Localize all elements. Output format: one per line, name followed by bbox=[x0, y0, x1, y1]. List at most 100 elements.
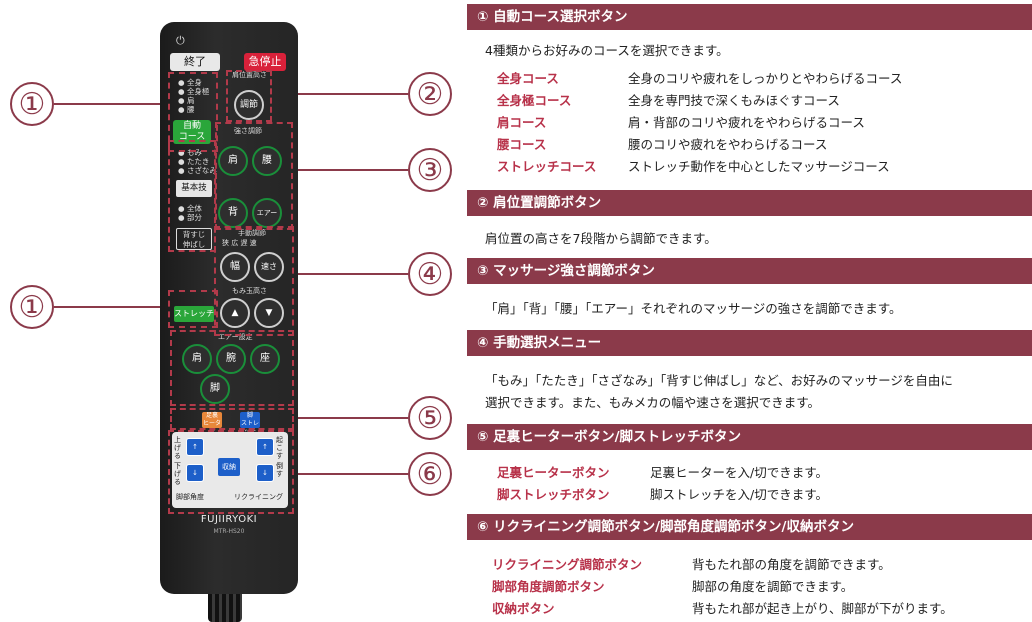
technique-item-momi: ● もみ bbox=[178, 148, 202, 157]
leg-raise-button[interactable]: ↑ bbox=[186, 438, 204, 456]
section-3-header: ③ マッサージ強さ調節ボタン bbox=[467, 258, 1032, 284]
highlight-recline bbox=[168, 430, 294, 514]
section-6-term-3: 収納ボタン bbox=[492, 601, 555, 616]
highlight-auto-course bbox=[168, 72, 218, 152]
section-6-header: ⑥ リクライニング調節ボタン/脚部角度調節ボタン/収納ボタン bbox=[467, 514, 1032, 540]
remote-controller: ⏻ 終了 急停止 肩位置高さ 調節 ● 全身 ● 全身極 ● 肩 ● 腰 自動 … bbox=[160, 22, 298, 594]
brand-logo: FUJIIRYOKI bbox=[200, 514, 258, 525]
leg-angle-label: 脚部角度 bbox=[176, 493, 204, 501]
model-number: MTR-HS20 bbox=[213, 528, 245, 535]
highlight-manual-right bbox=[214, 226, 294, 336]
technique-list: ● もみ ● たたき ● さざなみ bbox=[178, 148, 217, 175]
course-item-kata: ● 肩 bbox=[178, 96, 195, 105]
leader-line-1-top bbox=[54, 103, 166, 105]
basic-technique-button[interactable]: 基本技 bbox=[176, 180, 212, 197]
section-6-def-2: 脚部の角度を調節できます。 bbox=[692, 579, 854, 594]
section-1-def-3: 肩・背部のコリや疲れをやわらげるコース bbox=[628, 115, 865, 130]
section-4-header: ④ 手動選択メニュー bbox=[467, 330, 1032, 356]
end-button[interactable]: 終了 bbox=[170, 53, 220, 71]
recline-down-button[interactable]: ↓ bbox=[256, 464, 274, 482]
strength-label: 強さ調節 bbox=[234, 127, 262, 135]
highlight-shoulder-position bbox=[226, 70, 272, 122]
air-leg-button[interactable]: 脚 bbox=[200, 374, 230, 404]
course-item-koshi: ● 腰 bbox=[178, 105, 195, 114]
strength-waist-button[interactable]: 腰 bbox=[252, 146, 282, 176]
ball-height-label: もみ玉高さ bbox=[232, 287, 267, 295]
section-4-desc: 「もみ」「たたき」「さざなみ」「背すじ伸ばし」など、お好みのマッサージを自由に bbox=[485, 373, 953, 388]
section-1-term-2: 全身極コース bbox=[497, 93, 572, 108]
section-2-desc: 肩位置の高さを7段階から調節できます。 bbox=[485, 231, 717, 246]
back-stretch-button[interactable]: 背すじ 伸ばし bbox=[176, 228, 212, 250]
callout-1-top: ① bbox=[10, 82, 54, 126]
technique-item-tataki: ● たたき bbox=[178, 157, 210, 166]
leader-line-4 bbox=[294, 273, 408, 275]
section-1-def-2: 全身を専門技で深くもみほぐすコース bbox=[628, 93, 840, 108]
section-5-def-1: 足裏ヒーターを入/切できます。 bbox=[650, 465, 828, 480]
callout-3: ③ bbox=[408, 148, 452, 192]
leader-line-2 bbox=[272, 93, 408, 95]
manual-adjust-label: 手動調節 bbox=[238, 229, 266, 237]
air-arm-button[interactable]: 腕 bbox=[216, 344, 246, 374]
leader-line-3 bbox=[294, 169, 408, 171]
callout-2: ② bbox=[408, 72, 452, 116]
section-1-term-5: ストレッチコース bbox=[497, 159, 597, 174]
section-1-header: ① 自動コース選択ボタン bbox=[467, 4, 1032, 30]
emergency-stop-button[interactable]: 急停止 bbox=[244, 53, 286, 71]
section-1-term-4: 腰コース bbox=[497, 137, 547, 152]
highlight-manual-left bbox=[168, 140, 216, 252]
triangle-up-icon: ▲ bbox=[231, 308, 239, 318]
section-5-header: ⑤ 足裏ヒーターボタン/脚ストレッチボタン bbox=[467, 424, 1032, 450]
shoulder-position-label: 肩位置高さ bbox=[232, 71, 267, 79]
area-item-bubun: ● 部分 bbox=[178, 213, 202, 222]
tilt-label: 倒す bbox=[276, 462, 283, 478]
leg-down-icon: ↓ bbox=[192, 469, 198, 477]
triangle-down-icon: ▼ bbox=[265, 308, 273, 318]
stand-label: 起こす bbox=[276, 436, 283, 460]
leg-up-icon: ↑ bbox=[192, 443, 198, 451]
section-5-term-1: 足裏ヒーターボタン bbox=[497, 465, 610, 480]
leader-line-6 bbox=[296, 473, 408, 475]
course-item-zenshin-kiwami: ● 全身極 bbox=[178, 87, 210, 96]
highlight-stretch bbox=[168, 290, 218, 328]
section-4-desc-2: 選択できます。また、もみメカの幅や速さを選択できます。 bbox=[485, 395, 821, 410]
recline-down-icon: ↓ bbox=[262, 469, 268, 477]
recline-up-button[interactable]: ↑ bbox=[256, 438, 274, 456]
manual-adjust-sublabels: 狭 広 遅 速 bbox=[222, 239, 257, 247]
stretch-course-button[interactable]: ストレッチ bbox=[174, 306, 214, 322]
highlight-heater-stretch bbox=[170, 408, 294, 430]
leg-lower-button[interactable]: ↓ bbox=[186, 464, 204, 482]
store-button[interactable]: 収納 bbox=[218, 458, 240, 476]
shoulder-adjust-label: 調節 bbox=[239, 100, 258, 110]
section-5-def-2: 脚ストレッチを入/切できます。 bbox=[650, 487, 828, 502]
air-shoulder-button[interactable]: 肩 bbox=[182, 344, 212, 374]
highlight-air bbox=[170, 330, 294, 406]
technique-item-sazanami: ● さざなみ bbox=[178, 166, 217, 175]
width-button[interactable]: 幅 bbox=[220, 252, 250, 282]
air-setting-label: エアー設定 bbox=[218, 333, 253, 341]
raise-label: 上げる bbox=[174, 436, 181, 460]
strength-shoulder-button[interactable]: 肩 bbox=[218, 146, 248, 176]
area-list: ● 全体 ● 部分 bbox=[178, 204, 202, 222]
area-item-zentai: ● 全体 bbox=[178, 204, 202, 213]
leader-line-1-bottom bbox=[54, 306, 166, 308]
course-list: ● 全身 ● 全身極 ● 肩 ● 腰 bbox=[178, 78, 209, 114]
ball-up-button[interactable]: ▲ bbox=[220, 298, 250, 328]
speed-button[interactable]: 速さ bbox=[254, 252, 284, 282]
leader-line-5 bbox=[296, 417, 408, 419]
section-1-term-1: 全身コース bbox=[497, 71, 559, 86]
strength-back-button[interactable]: 背 bbox=[218, 198, 248, 228]
recline-up-icon: ↑ bbox=[262, 443, 268, 451]
section-6-def-3: 背もたれ部が起き上がり、脚部が下がります。 bbox=[692, 601, 953, 616]
shoulder-adjust-button[interactable]: 調節 bbox=[234, 90, 264, 120]
highlight-strength bbox=[215, 122, 293, 230]
ball-down-button[interactable]: ▼ bbox=[254, 298, 284, 328]
section-3-desc: 「肩」「背」「腰」「エアー」それぞれのマッサージの強さを調節できます。 bbox=[485, 301, 902, 316]
recline-panel: 上げる ↑ 下げる ↓ 収納 ↑ 起こす ↓ 倒す 脚部角度 リクライニング bbox=[172, 432, 288, 508]
section-2-header: ② 肩位置調節ボタン bbox=[467, 190, 1032, 216]
section-6-term-1: リクライニング調節ボタン bbox=[492, 557, 643, 572]
air-seat-button[interactable]: 座 bbox=[250, 344, 280, 374]
recline-label: リクライニング bbox=[234, 493, 283, 501]
strength-air-button[interactable]: エアー bbox=[252, 198, 282, 228]
section-6-def-1: 背もたれ部の角度を調節できます。 bbox=[692, 557, 891, 572]
callout-6: ⑥ bbox=[408, 452, 452, 496]
